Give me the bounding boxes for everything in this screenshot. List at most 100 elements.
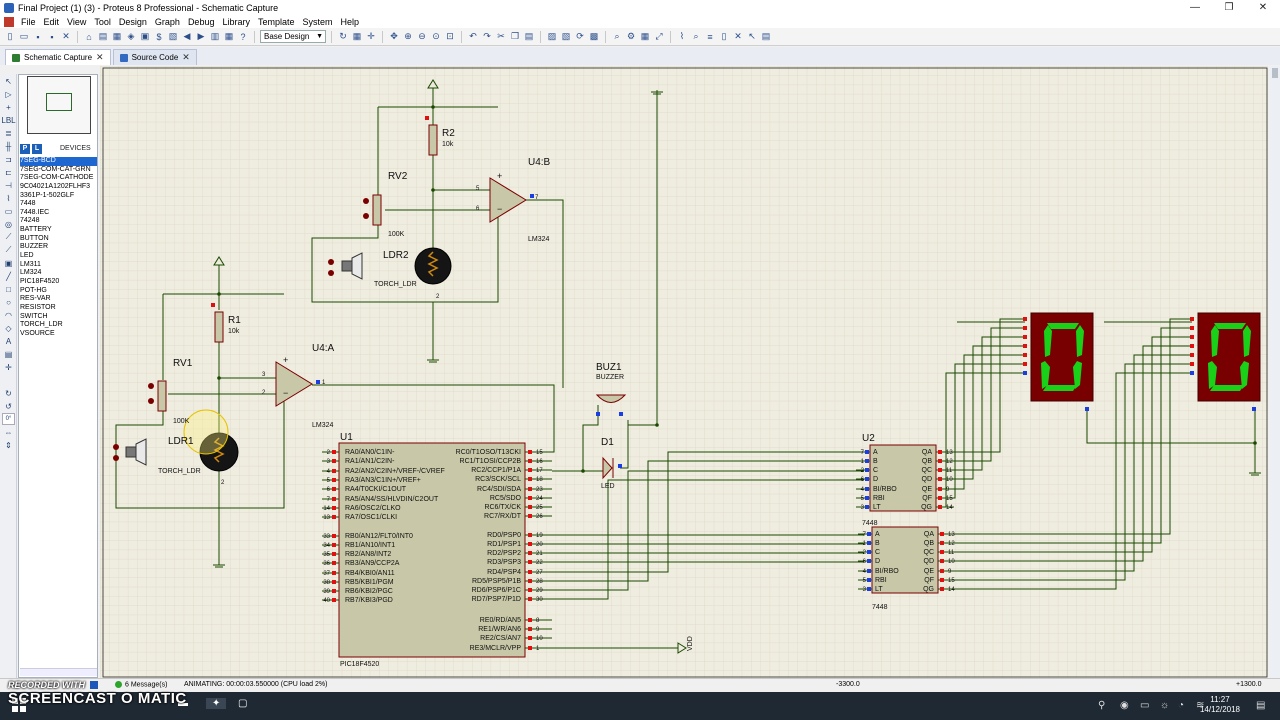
- scrollbar-thumb[interactable]: [1272, 68, 1278, 78]
- rotate-ccw-icon[interactable]: ↺: [5, 401, 12, 411]
- device-list-item[interactable]: BATTERY: [20, 226, 52, 234]
- voltage-probe-icon[interactable]: ⟋: [5, 232, 12, 241]
- pick-device-icon[interactable]: ⌕: [614, 31, 620, 41]
- remove-sheet-icon[interactable]: ✕: [734, 31, 742, 41]
- menu-system[interactable]: System: [302, 16, 333, 27]
- make-device-icon[interactable]: ⚙: [626, 31, 636, 41]
- text-icon[interactable]: A: [5, 336, 12, 346]
- device-list-item[interactable]: 3361P-1-502GLF: [20, 191, 75, 199]
- notifications-icon[interactable]: ▤: [1256, 700, 1266, 711]
- block-move-icon[interactable]: ▧: [561, 31, 571, 41]
- canvas-vertical-scrollbar[interactable]: [1270, 66, 1280, 678]
- device-list-item[interactable]: LM311: [20, 260, 41, 268]
- menu-library[interactable]: Library: [222, 16, 250, 27]
- origin-icon[interactable]: ✛: [367, 31, 375, 41]
- maximize-button[interactable]: ❐: [1224, 2, 1234, 13]
- device-list-scrollbar[interactable]: [20, 668, 97, 676]
- forward-icon[interactable]: ▶: [197, 31, 205, 41]
- refresh-icon[interactable]: ↻: [339, 31, 347, 41]
- device-list-item[interactable]: RESISTOR: [20, 303, 56, 311]
- undo-icon[interactable]: ↶: [469, 31, 477, 41]
- wire-autoroute-icon[interactable]: ⌇: [679, 31, 685, 41]
- save-all-icon[interactable]: ▪: [50, 31, 54, 42]
- terminals-icon[interactable]: ⊏: [5, 167, 12, 177]
- circle-icon[interactable]: ○: [6, 297, 11, 307]
- current-probe-icon[interactable]: ⟋: [5, 245, 12, 254]
- exit-to-parent-icon[interactable]: ↖: [748, 31, 756, 41]
- new-sheet-icon[interactable]: ▯: [721, 31, 727, 41]
- menu-template[interactable]: Template: [257, 16, 295, 27]
- device-list-item[interactable]: VSOURCE: [20, 329, 55, 337]
- decompose-icon[interactable]: ⤢: [655, 31, 663, 41]
- pan-icon[interactable]: ✥: [390, 31, 398, 41]
- generator-icon[interactable]: ◎: [5, 219, 12, 229]
- stop-simulation-button[interactable]: [90, 681, 98, 689]
- mirror-vertical-icon[interactable]: ⇕: [5, 440, 12, 450]
- virtual-instruments-icon[interactable]: ▣: [4, 258, 13, 268]
- device-list-item[interactable]: BUZZER: [20, 243, 48, 251]
- library-manager-button[interactable]: L: [32, 143, 42, 154]
- menu-edit[interactable]: Edit: [43, 16, 60, 27]
- text-script-icon[interactable]: ≣: [5, 128, 12, 138]
- bom-icon[interactable]: $: [156, 31, 162, 42]
- component-mode-icon[interactable]: ▷: [5, 89, 12, 99]
- menu-file[interactable]: File: [21, 16, 36, 27]
- tray-sync-icon[interactable]: ☼: [1160, 700, 1170, 711]
- design-explorer-icon[interactable]: ▧: [168, 31, 178, 41]
- buses-icon[interactable]: ╫: [5, 141, 12, 151]
- volume-icon[interactable]: ◔: [1178, 700, 1185, 711]
- zoom-area-icon[interactable]: ⊡: [446, 31, 454, 41]
- graph-icon[interactable]: ⌇: [6, 193, 11, 203]
- box-icon[interactable]: □: [6, 284, 11, 294]
- rotate-cw-icon[interactable]: ↻: [5, 388, 12, 398]
- back-icon[interactable]: ◀: [183, 31, 191, 41]
- menu-graph[interactable]: Graph: [154, 16, 180, 27]
- device-list-item[interactable]: 7448.IEC: [20, 208, 50, 216]
- device-list-item[interactable]: 9C04021A1202FLHF3: [20, 182, 91, 190]
- selection-mode-icon[interactable]: ↖: [5, 76, 12, 86]
- paste-icon[interactable]: ▤: [524, 31, 534, 41]
- tape-recorder-icon[interactable]: ▭: [4, 206, 13, 216]
- schematic-drawing[interactable]: R210kRV2100K567+−U4:BLM324LDR2TORCH_LDR2…: [100, 66, 1268, 678]
- redo-icon[interactable]: ↷: [483, 31, 491, 41]
- wifi-icon[interactable]: ≋: [1196, 700, 1205, 711]
- save-icon[interactable]: ▪: [36, 31, 40, 42]
- messages-indicator[interactable]: 6 Message(s): [115, 681, 167, 688]
- device-pins-icon[interactable]: ⊣: [5, 180, 12, 190]
- netlist-icon[interactable]: ▤: [761, 31, 771, 41]
- files-taskbar-icon[interactable]: ▬: [178, 698, 188, 709]
- mirror-horizontal-icon[interactable]: ⇔: [4, 427, 13, 437]
- close-icon[interactable]: ✕: [182, 52, 190, 62]
- device-list-item[interactable]: 74248: [20, 217, 40, 225]
- block-rotate-icon[interactable]: ⟳: [576, 31, 584, 41]
- device-list-item[interactable]: BUTTON: [20, 234, 49, 242]
- cut-icon[interactable]: ✂: [497, 31, 505, 41]
- close-button[interactable]: ✕: [1258, 2, 1268, 13]
- line-icon[interactable]: ╱: [6, 271, 11, 281]
- pick-devices-button[interactable]: P: [20, 143, 30, 154]
- junction-dot-icon[interactable]: +: [6, 102, 11, 112]
- marker-icon[interactable]: ✛: [5, 362, 12, 372]
- home-icon[interactable]: ⌂: [86, 31, 92, 42]
- proteus-taskbar-icon[interactable]: ✦: [206, 698, 227, 709]
- block-copy-icon[interactable]: ▨: [547, 31, 557, 41]
- zoom-in-icon[interactable]: ⊕: [404, 31, 412, 41]
- design-variant-select[interactable]: Base Design ▼: [260, 30, 326, 43]
- menu-view[interactable]: View: [67, 16, 87, 27]
- 3d-icon[interactable]: ◈: [127, 31, 135, 41]
- overview-window[interactable]: [27, 76, 91, 134]
- subcircuit-icon[interactable]: ⊐: [5, 154, 12, 164]
- arc-icon[interactable]: ◠: [5, 310, 12, 320]
- device-list-item[interactable]: RES-VAR: [20, 295, 51, 303]
- tab-schematic-capture[interactable]: Schematic Capture ✕: [5, 49, 111, 65]
- path-icon[interactable]: ◇: [5, 323, 12, 333]
- block-delete-icon[interactable]: ▩: [589, 31, 599, 41]
- gerber-icon[interactable]: ▣: [140, 31, 150, 41]
- close-icon[interactable]: ✕: [96, 52, 104, 62]
- wire-label-icon[interactable]: LBL: [1, 115, 16, 125]
- tray-icon[interactable]: ▭: [1140, 700, 1150, 711]
- device-list-item[interactable]: LM324: [20, 269, 42, 277]
- new-file-icon[interactable]: ▯: [7, 31, 13, 41]
- device-list-item[interactable]: PIC18F4520: [20, 277, 60, 285]
- packaging-icon[interactable]: ▦: [640, 31, 650, 41]
